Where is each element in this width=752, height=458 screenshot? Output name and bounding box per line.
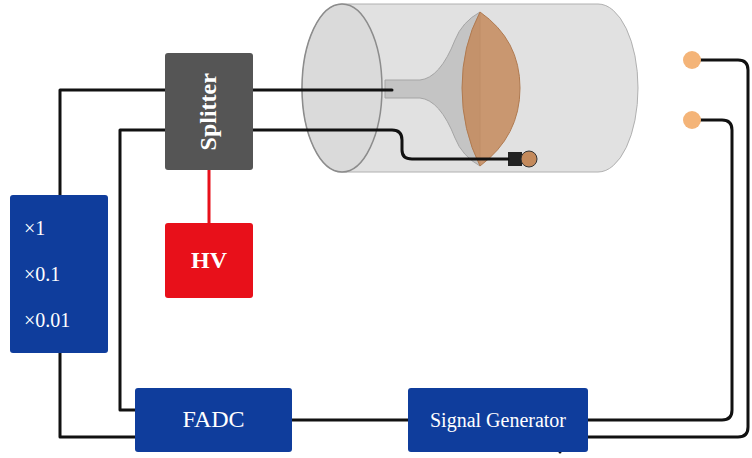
led-base bbox=[508, 152, 522, 166]
signal-wire bbox=[253, 89, 392, 92]
gain-setting: ×0.01 bbox=[24, 309, 70, 332]
terminal bbox=[683, 111, 701, 129]
splitter-box: Splitter bbox=[165, 53, 253, 170]
signal-cable bbox=[60, 90, 165, 195]
housing-end bbox=[302, 4, 382, 172]
box-label: Splitter bbox=[195, 73, 223, 150]
led-wire bbox=[253, 130, 508, 159]
gain-setting: ×0.1 bbox=[24, 263, 60, 286]
terminal-wire bbox=[560, 60, 748, 452]
led bbox=[521, 151, 537, 167]
signal-cable bbox=[120, 130, 165, 410]
hv-supply-box: HV bbox=[165, 223, 253, 298]
terminal bbox=[683, 51, 701, 69]
signal-cable bbox=[60, 353, 135, 437]
box-label: FADC bbox=[182, 406, 244, 434]
fadc-box: FADC bbox=[135, 388, 292, 452]
box-label: HV bbox=[191, 247, 227, 275]
photocathode bbox=[462, 12, 520, 166]
terminal-wire bbox=[588, 120, 732, 420]
hv-cable bbox=[208, 170, 211, 223]
box-label: Signal Generator bbox=[430, 409, 566, 432]
gain-setting: ×1 bbox=[24, 217, 45, 240]
dark-box-housing bbox=[302, 4, 638, 172]
signal-generator-box: Signal Generator bbox=[408, 388, 588, 452]
attenuator-box: ×1 ×0.1 ×0.01 bbox=[10, 195, 108, 353]
signal-cable bbox=[292, 419, 408, 422]
